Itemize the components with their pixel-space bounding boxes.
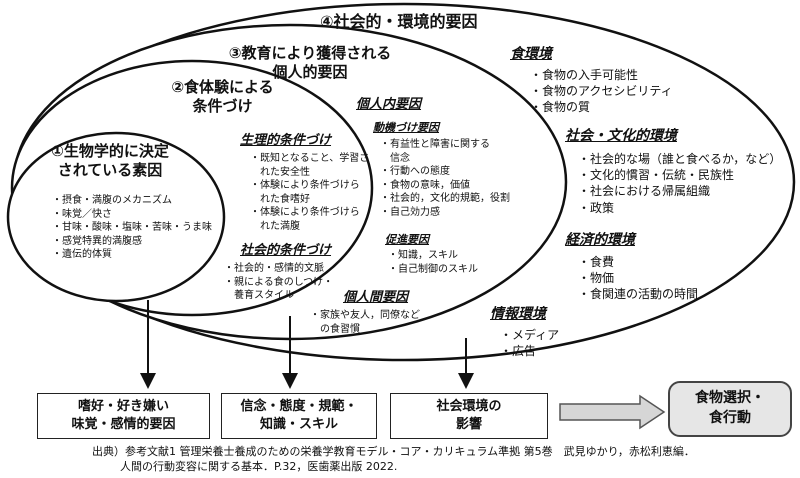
physiological-title: 生理的条件づけ bbox=[240, 133, 332, 148]
list-item: ・社会的な場（誰と食べるか，など） bbox=[578, 152, 782, 166]
citation: 出典）参考文献1 管理栄養士養成のための栄養学教育モデル・コア・カリキュラム準拠… bbox=[92, 445, 695, 475]
preference-box: 嗜好・好き嫌い 味覚・感情的要因 bbox=[37, 393, 210, 439]
list-item: ・有益性と障害に関する bbox=[380, 139, 490, 150]
facilitating-list: ・知識，スキル ・自己制御のスキル bbox=[388, 249, 478, 276]
list-item: の食習慣 bbox=[310, 323, 360, 335]
list-item: ・感覚特異的満腹感 bbox=[52, 235, 142, 247]
biological-ellipse bbox=[6, 131, 226, 303]
list-item: ・広告 bbox=[500, 344, 537, 359]
list-item: れた満腹 bbox=[250, 220, 300, 232]
list-item: ・社会的・感情的文脈 bbox=[224, 263, 324, 274]
list-item: ・味覚／快さ bbox=[52, 208, 112, 220]
list-item: ・食関連の活動の時間 bbox=[578, 287, 699, 302]
info-list: ・メディア ・広告 bbox=[500, 327, 559, 359]
list-item: れた安全性 bbox=[250, 166, 310, 178]
food-choice-box-line2: 食行動 bbox=[709, 410, 751, 426]
list-item: ・食費 bbox=[578, 255, 615, 269]
list-item: ・物価 bbox=[578, 271, 615, 286]
social-env-box-line1: 社会環境の bbox=[436, 399, 502, 415]
list-item: ・食物の質 bbox=[530, 100, 591, 115]
physiological-list: ・既知となること、学習さ れた安全性 ・体験により条件づけら れた食嗜好 ・体験… bbox=[250, 152, 369, 233]
list-item: ・親による食のしつけ・ bbox=[224, 276, 334, 288]
economic-title: 経済的環境 bbox=[565, 232, 635, 248]
list-item: ・既知となること、学習さ bbox=[250, 153, 370, 164]
experience-heading: ②食体験による 条件づけ bbox=[150, 78, 295, 116]
biological-heading-line1: ①生物学的に決定 bbox=[51, 142, 169, 160]
interpersonal-title: 個人間要因 bbox=[343, 290, 409, 305]
citation-line1: 出典）参考文献1 管理栄養士養成のための栄養学教育モデル・コア・カリキュラム準拠… bbox=[92, 445, 695, 458]
list-item: れた食嗜好 bbox=[250, 193, 310, 205]
economic-list: ・食費 ・物価 ・食関連の活動の時間 bbox=[578, 254, 698, 303]
list-item: ・家族や友人，同僚など bbox=[310, 310, 420, 321]
biological-heading-line2: されている素因 bbox=[57, 160, 163, 179]
belief-box-line1: 信念・態度・規範・ bbox=[240, 399, 358, 415]
list-item: ・摂食・満腹のメカニズム bbox=[52, 195, 172, 206]
info-title: 情報環境 bbox=[490, 306, 546, 322]
list-item: ・体験により条件づけら bbox=[250, 207, 360, 218]
list-item: ・遺伝的体質 bbox=[52, 249, 112, 260]
experience-heading-line2: 条件づけ bbox=[192, 96, 253, 115]
list-item: ・行動への態度 bbox=[380, 166, 450, 177]
biological-heading: ①生物学的に決定 されている素因 bbox=[30, 142, 190, 180]
food-choice-box: 食物選択・ 食行動 bbox=[668, 381, 792, 437]
list-item: ・甘味・酸味・塩味・苦味・うま味 bbox=[52, 222, 212, 233]
list-item: ・知識，スキル bbox=[388, 250, 458, 261]
list-item: ・食物のアクセシビリティ bbox=[530, 84, 673, 99]
social-cultural-list: ・社会的な場（誰と食べるか，など） ・文化的慣習・伝統・民族性 ・社会における帰… bbox=[578, 151, 781, 216]
citation-line2: 人間の行動変容に関する基本．P.32，医歯薬出版 2022. bbox=[120, 459, 398, 473]
list-item: ・食物の意味，価値 bbox=[380, 179, 470, 191]
list-item: ・社会における帰属組織 bbox=[578, 184, 711, 199]
list-item: ・自己効力感 bbox=[380, 206, 440, 218]
education-heading-line2: 個人的要因 bbox=[272, 62, 348, 81]
preference-box-line2: 味覚・感情的要因 bbox=[71, 417, 176, 432]
education-heading-line1: ③教育により獲得される bbox=[228, 44, 392, 62]
belief-box: 信念・態度・規範・ 知識・スキル bbox=[221, 393, 377, 439]
list-item: ・体験により条件づけら bbox=[250, 180, 360, 191]
list-item: ・文化的慣習・伝統・民族性 bbox=[578, 168, 735, 183]
list-item: ・メディア bbox=[500, 328, 560, 342]
large-arrow bbox=[559, 394, 666, 430]
food-choice-box-line1: 食物選択・ bbox=[695, 390, 765, 407]
list-item: ・政策 bbox=[578, 200, 615, 215]
list-item: 養育スタイル bbox=[224, 290, 294, 301]
social-conditioning-list: ・社会的・感情的文脈 ・親による食のしつけ・ 養育スタイル bbox=[224, 262, 333, 303]
education-heading: ③教育により獲得される 個人的要因 bbox=[210, 44, 410, 82]
list-item: ・自己制御のスキル bbox=[388, 263, 478, 275]
interpersonal-list: ・家族や友人，同僚など の食習慣 bbox=[310, 309, 420, 336]
preference-box-line1: 嗜好・好き嫌い bbox=[77, 399, 169, 415]
social-env-box-line2: 影響 bbox=[455, 417, 482, 432]
food-env-list: ・食物の入手可能性 ・食物のアクセシビリティ ・食物の質 bbox=[530, 67, 673, 116]
intrapersonal-title: 個人内要因 bbox=[356, 97, 422, 112]
list-item: ・社会的，文化的規範，役割 bbox=[380, 193, 510, 204]
food-env-title: 食環境 bbox=[510, 46, 552, 62]
belief-box-line2: 知識・スキル bbox=[259, 417, 338, 432]
list-item: 信念 bbox=[380, 152, 410, 164]
motivation-title: 動機づけ要因 bbox=[373, 121, 439, 134]
list-item: ・食物の入手可能性 bbox=[530, 68, 639, 82]
social-cultural-title: 社会・文化的環境 bbox=[565, 128, 677, 144]
motivation-list: ・有益性と障害に関する 信念 ・行動への態度 ・食物の意味，価値 ・社会的，文化… bbox=[380, 138, 510, 219]
social-env-box: 社会環境の 影響 bbox=[390, 393, 548, 439]
social-conditioning-title: 社会的条件づけ bbox=[240, 243, 332, 258]
social-env-heading: ④社会的・環境的要因 bbox=[320, 12, 478, 31]
biological-list: ・摂食・満腹のメカニズム ・味覚／快さ ・甘味・酸味・塩味・苦味・うま味 ・感覚… bbox=[52, 194, 212, 262]
facilitating-title: 促進要因 bbox=[385, 233, 429, 246]
experience-heading-line1: ②食体験による bbox=[171, 78, 274, 96]
